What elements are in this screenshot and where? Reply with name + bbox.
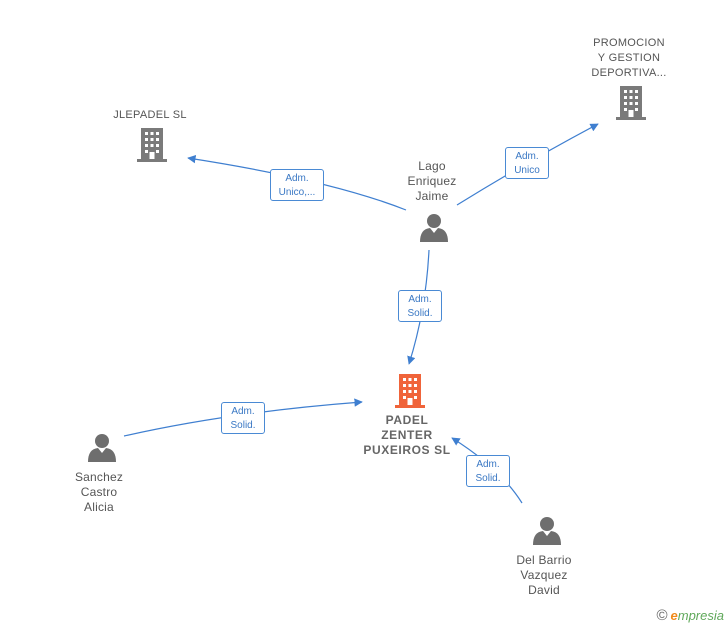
edge-label-line: Adm. xyxy=(285,173,309,184)
edge-label-line: Unico xyxy=(514,165,540,176)
label-line: Vazquez xyxy=(520,568,568,582)
edge-label-line: Adm. xyxy=(408,294,432,305)
label-line: Sanchez xyxy=(74,470,124,484)
label-line: Del Barrio xyxy=(516,553,572,567)
brand-name: mpresia xyxy=(677,608,724,623)
edge-label-line: Adm. xyxy=(231,406,255,417)
label-line: Lago xyxy=(418,159,446,173)
edge-label-line: Unico,... xyxy=(278,187,316,198)
label-line: Enriquez xyxy=(407,174,457,188)
label-line: DEPORTIVA... xyxy=(591,67,667,79)
label-line: PROMOCION xyxy=(593,37,665,49)
company-label-jlepadel[interactable]: JLEPADEL SL xyxy=(90,108,210,123)
brand-initial: e xyxy=(670,608,678,623)
edge-label-line: Solid. xyxy=(475,473,501,484)
label-line: ZENTER xyxy=(381,428,433,442)
edge-label-lago-promocion[interactable]: Adm. Unico xyxy=(505,147,549,179)
building-icon[interactable] xyxy=(616,86,646,120)
label-line: Castro xyxy=(80,485,118,499)
edge-label-lago-jlepadel[interactable]: Adm. Unico,... xyxy=(270,169,324,201)
edge-label-line: Solid. xyxy=(230,420,256,431)
label-line: PADEL xyxy=(385,413,429,427)
building-icon[interactable] xyxy=(137,128,167,162)
edge-label-delbarrio-padel[interactable]: Adm. Solid. xyxy=(466,455,510,487)
person-icon[interactable] xyxy=(420,214,448,242)
label-line: Jaime xyxy=(415,189,449,203)
edge-label-line: Adm. xyxy=(515,151,539,162)
label-line: PUXEIROS SL xyxy=(363,443,451,457)
person-label-lago[interactable]: Lago Enriquez Jaime xyxy=(392,159,472,204)
copyright-icon: © xyxy=(656,607,668,624)
focus-building-icon[interactable] xyxy=(395,374,425,408)
person-icon[interactable] xyxy=(533,517,561,545)
person-icon[interactable] xyxy=(88,434,116,462)
label-line: David xyxy=(528,583,560,597)
person-label-delbarrio[interactable]: Del Barrio Vazquez David xyxy=(499,553,589,598)
company-label-padel-zenter[interactable]: PADEL ZENTER PUXEIROS SL xyxy=(352,413,462,458)
person-label-sanchez[interactable]: Sanchez Castro Alicia xyxy=(59,470,139,515)
label-line: Y GESTION xyxy=(597,52,661,64)
empresia-watermark: ©empresia xyxy=(656,607,724,624)
company-label-promocion[interactable]: PROMOCION Y GESTION DEPORTIVA... xyxy=(579,36,679,81)
edge-label-line: Solid. xyxy=(407,308,433,319)
label-line: Alicia xyxy=(84,500,114,514)
edge-label-lago-padel[interactable]: Adm. Solid. xyxy=(398,290,442,322)
edge-label-line: Adm. xyxy=(476,459,500,470)
label-line: JLEPADEL SL xyxy=(113,109,187,121)
edge-label-sanchez-padel[interactable]: Adm. Solid. xyxy=(221,402,265,434)
